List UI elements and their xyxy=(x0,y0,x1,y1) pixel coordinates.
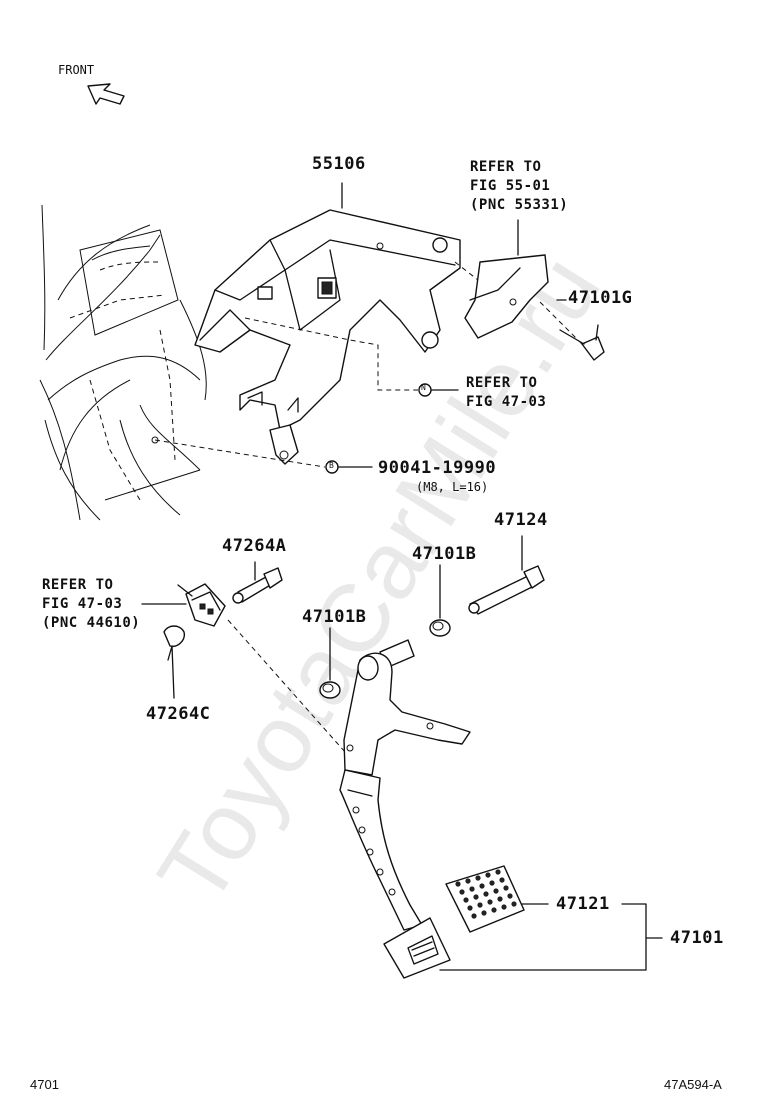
pad-dot xyxy=(481,910,487,916)
pad-dot xyxy=(497,896,503,902)
pad-dot xyxy=(489,880,495,886)
ref-line: FIG 55-01 xyxy=(470,178,551,194)
clip-pin-47264a xyxy=(232,561,283,604)
ref-line: REFER TO xyxy=(470,159,542,175)
front-label: FRONT xyxy=(58,63,95,77)
pad-dot xyxy=(459,889,465,895)
refer-fig-47-03-top: REFER TO FIG 47-03 xyxy=(466,374,546,412)
ref-line: FIG 47-03 xyxy=(466,394,547,410)
ref-line: FIG 47-03 xyxy=(42,596,123,612)
pad-dot xyxy=(475,875,481,881)
pad-dot xyxy=(495,869,501,875)
pad-dot xyxy=(487,899,493,905)
ref-line: (PNC 55331) xyxy=(470,197,569,213)
stop-lamp-switch xyxy=(141,583,226,627)
bolt-47101g xyxy=(559,324,605,361)
part-number-47101b-left: 47101B xyxy=(302,607,367,627)
part-number-55106: 55106 xyxy=(312,154,366,174)
pad-dot xyxy=(471,913,477,919)
part-number-47264a: 47264A xyxy=(222,536,287,556)
page-number: 4701 xyxy=(30,1077,59,1092)
pad-dot xyxy=(455,881,461,887)
marker-b: B xyxy=(329,461,334,470)
pad-dot xyxy=(465,878,471,884)
refer-fig-55-01: REFER TO FIG 55-01 (PNC 55331) xyxy=(470,158,568,215)
vehicle-body-sketch xyxy=(39,204,207,521)
pedal-bracket-55106 xyxy=(194,209,461,465)
part-number-47124: 47124 xyxy=(494,510,548,530)
pad-dot xyxy=(469,886,475,892)
part-number-47101g: 47101G xyxy=(568,288,633,308)
refer-fig-47-03-left: REFER TO FIG 47-03 (PNC 44610) xyxy=(42,576,140,633)
pad-dot xyxy=(473,894,479,900)
bushing-47101b-top xyxy=(429,564,451,637)
cover-55331 xyxy=(464,254,549,339)
pad-dot xyxy=(491,907,497,913)
pad-dot xyxy=(477,902,483,908)
front-arrow-icon xyxy=(87,83,125,105)
pad-dot xyxy=(467,905,473,911)
pad-dot xyxy=(503,885,509,891)
ref-line: REFER TO xyxy=(466,375,538,391)
pad-dot xyxy=(501,904,507,910)
pad-dot xyxy=(483,891,489,897)
pedal-pad-47121 xyxy=(445,865,525,933)
marker-n: N xyxy=(421,383,426,392)
ref-line: REFER TO xyxy=(42,577,114,593)
pad-dot xyxy=(499,877,505,883)
pad-dot xyxy=(485,872,491,878)
part-number-47264c: 47264C xyxy=(146,704,211,724)
bolt-spec: (M8, L=16) xyxy=(416,480,489,494)
pad-dot xyxy=(479,883,485,889)
pad-dot xyxy=(493,888,499,894)
part-number-47101b-top: 47101B xyxy=(412,544,477,564)
clip-47264c xyxy=(163,625,185,699)
part-number-47101: 47101 xyxy=(670,928,724,948)
pad-dot xyxy=(507,893,513,899)
part-number-47121: 47121 xyxy=(556,894,610,914)
bolt-47124 xyxy=(468,535,545,615)
figure-id: 47A594-A xyxy=(664,1077,722,1092)
pad-dot xyxy=(511,901,517,907)
ref-line: (PNC 44610) xyxy=(42,615,141,631)
brake-pedal-arm xyxy=(339,639,471,979)
part-number-90041-19990: 90041-19990 xyxy=(378,458,497,478)
pad-dot xyxy=(463,897,469,903)
bushing-47101b-left xyxy=(319,627,341,699)
